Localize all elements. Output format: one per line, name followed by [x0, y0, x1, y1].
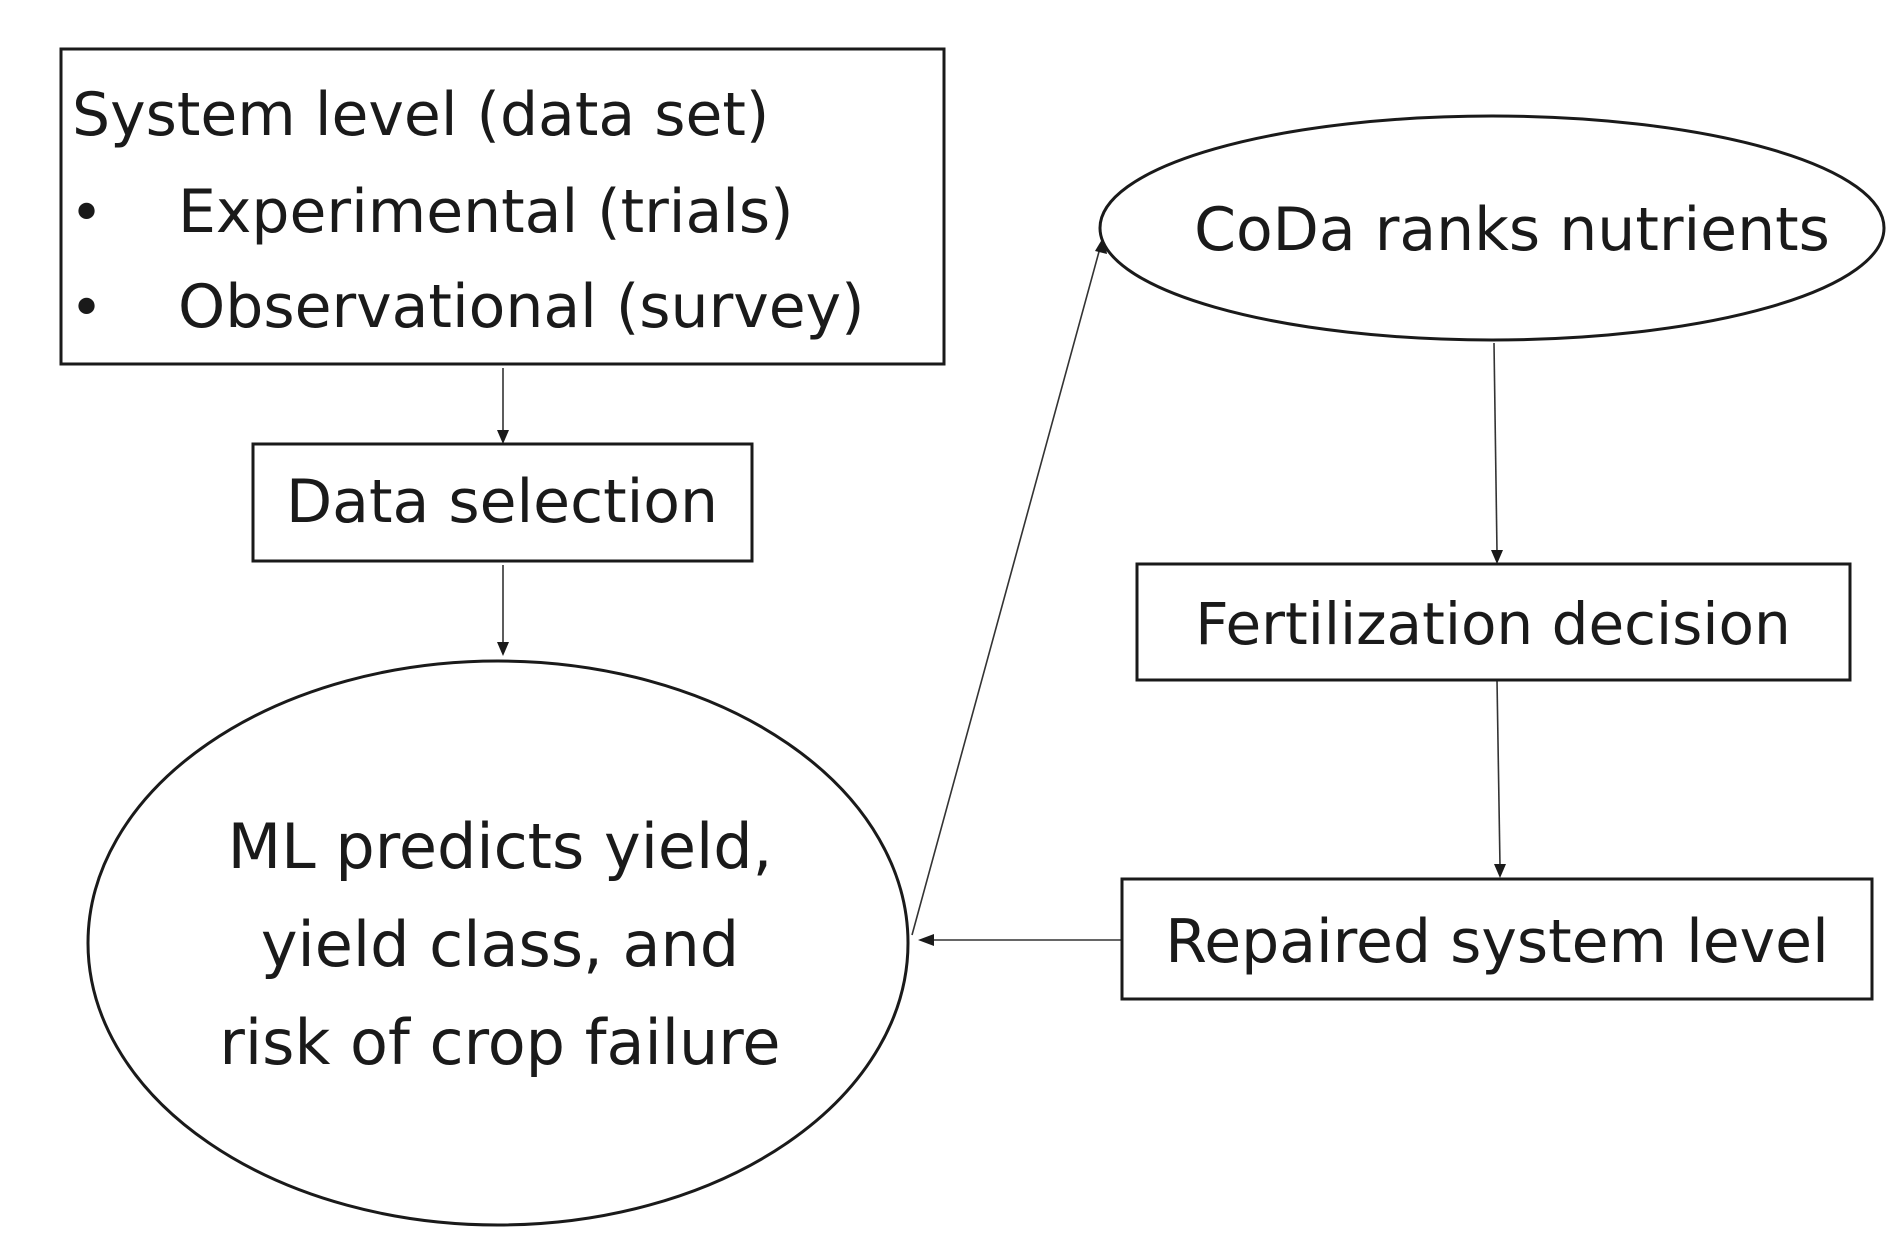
node-data-selection: Data selection: [251, 442, 754, 563]
node-repaired: Repaired system level: [1120, 877, 1874, 1001]
ml-line-3: risk of crop failure: [219, 1006, 780, 1079]
bullet-marker: •: [70, 276, 103, 341]
edge-fertilization-to-repaired: [1494, 679, 1506, 878]
node-system-level: System level (data set) • Experimental (…: [59, 47, 946, 366]
repaired-label: Repaired system level: [1165, 907, 1829, 977]
bullet-observational: Observational (survey): [178, 272, 865, 342]
ml-line-2: yield class, and: [261, 908, 739, 981]
node-coda-ranks: CoDa ranks nutrients: [1098, 114, 1886, 342]
node-ml-predicts: ML predicts yield, yield class, and risk…: [86, 659, 910, 1227]
system-level-title: System level (data set): [72, 80, 769, 150]
edge-system-to-selection: [497, 368, 509, 444]
ml-line-1: ML predicts yield,: [228, 810, 773, 883]
edge-selection-to-ml: [497, 565, 509, 656]
bullet-experimental: Experimental (trials): [178, 177, 794, 247]
data-selection-label: Data selection: [286, 467, 718, 537]
coda-label: CoDa ranks nutrients: [1194, 195, 1830, 265]
fertilization-label: Fertilization decision: [1195, 590, 1790, 658]
edge-repaired-to-ml: [918, 934, 1122, 946]
edge-coda-to-fertilization: [1491, 342, 1503, 564]
node-fertilization: Fertilization decision: [1135, 562, 1852, 682]
bullet-marker: •: [70, 181, 103, 246]
